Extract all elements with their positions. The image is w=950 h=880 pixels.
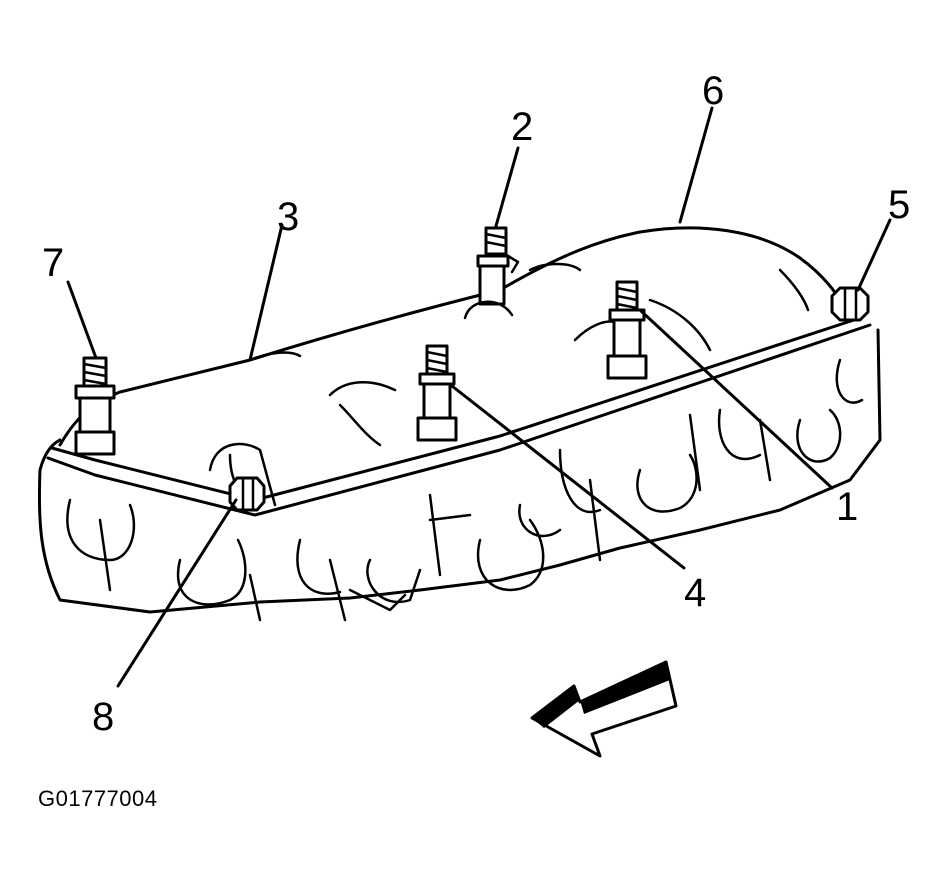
front-direction-arrow-icon (530, 660, 678, 758)
stud-bolt-7 (74, 356, 116, 456)
callout-4: 4 (684, 571, 706, 615)
stud-bolt-2 (463, 226, 520, 320)
callout-5: 5 (888, 183, 910, 227)
callout-6: 6 (702, 69, 724, 113)
upper-intake-plenum (58, 226, 852, 507)
manifold-body (37, 316, 882, 622)
callout-labels: 1 2 3 4 5 6 7 8 (42, 69, 910, 739)
callout-1: 1 (836, 485, 858, 529)
leader-lines (66, 106, 892, 688)
callout-7: 7 (42, 241, 64, 285)
callout-2: 2 (511, 105, 533, 149)
figure-id: G01777004 (38, 786, 158, 811)
callout-8: 8 (92, 695, 114, 739)
callout-3: 3 (277, 195, 299, 239)
stud-bolt-4 (416, 344, 458, 442)
stud-bolt-1 (606, 280, 648, 380)
bolt-5 (830, 286, 870, 322)
bolt-8 (228, 476, 266, 512)
